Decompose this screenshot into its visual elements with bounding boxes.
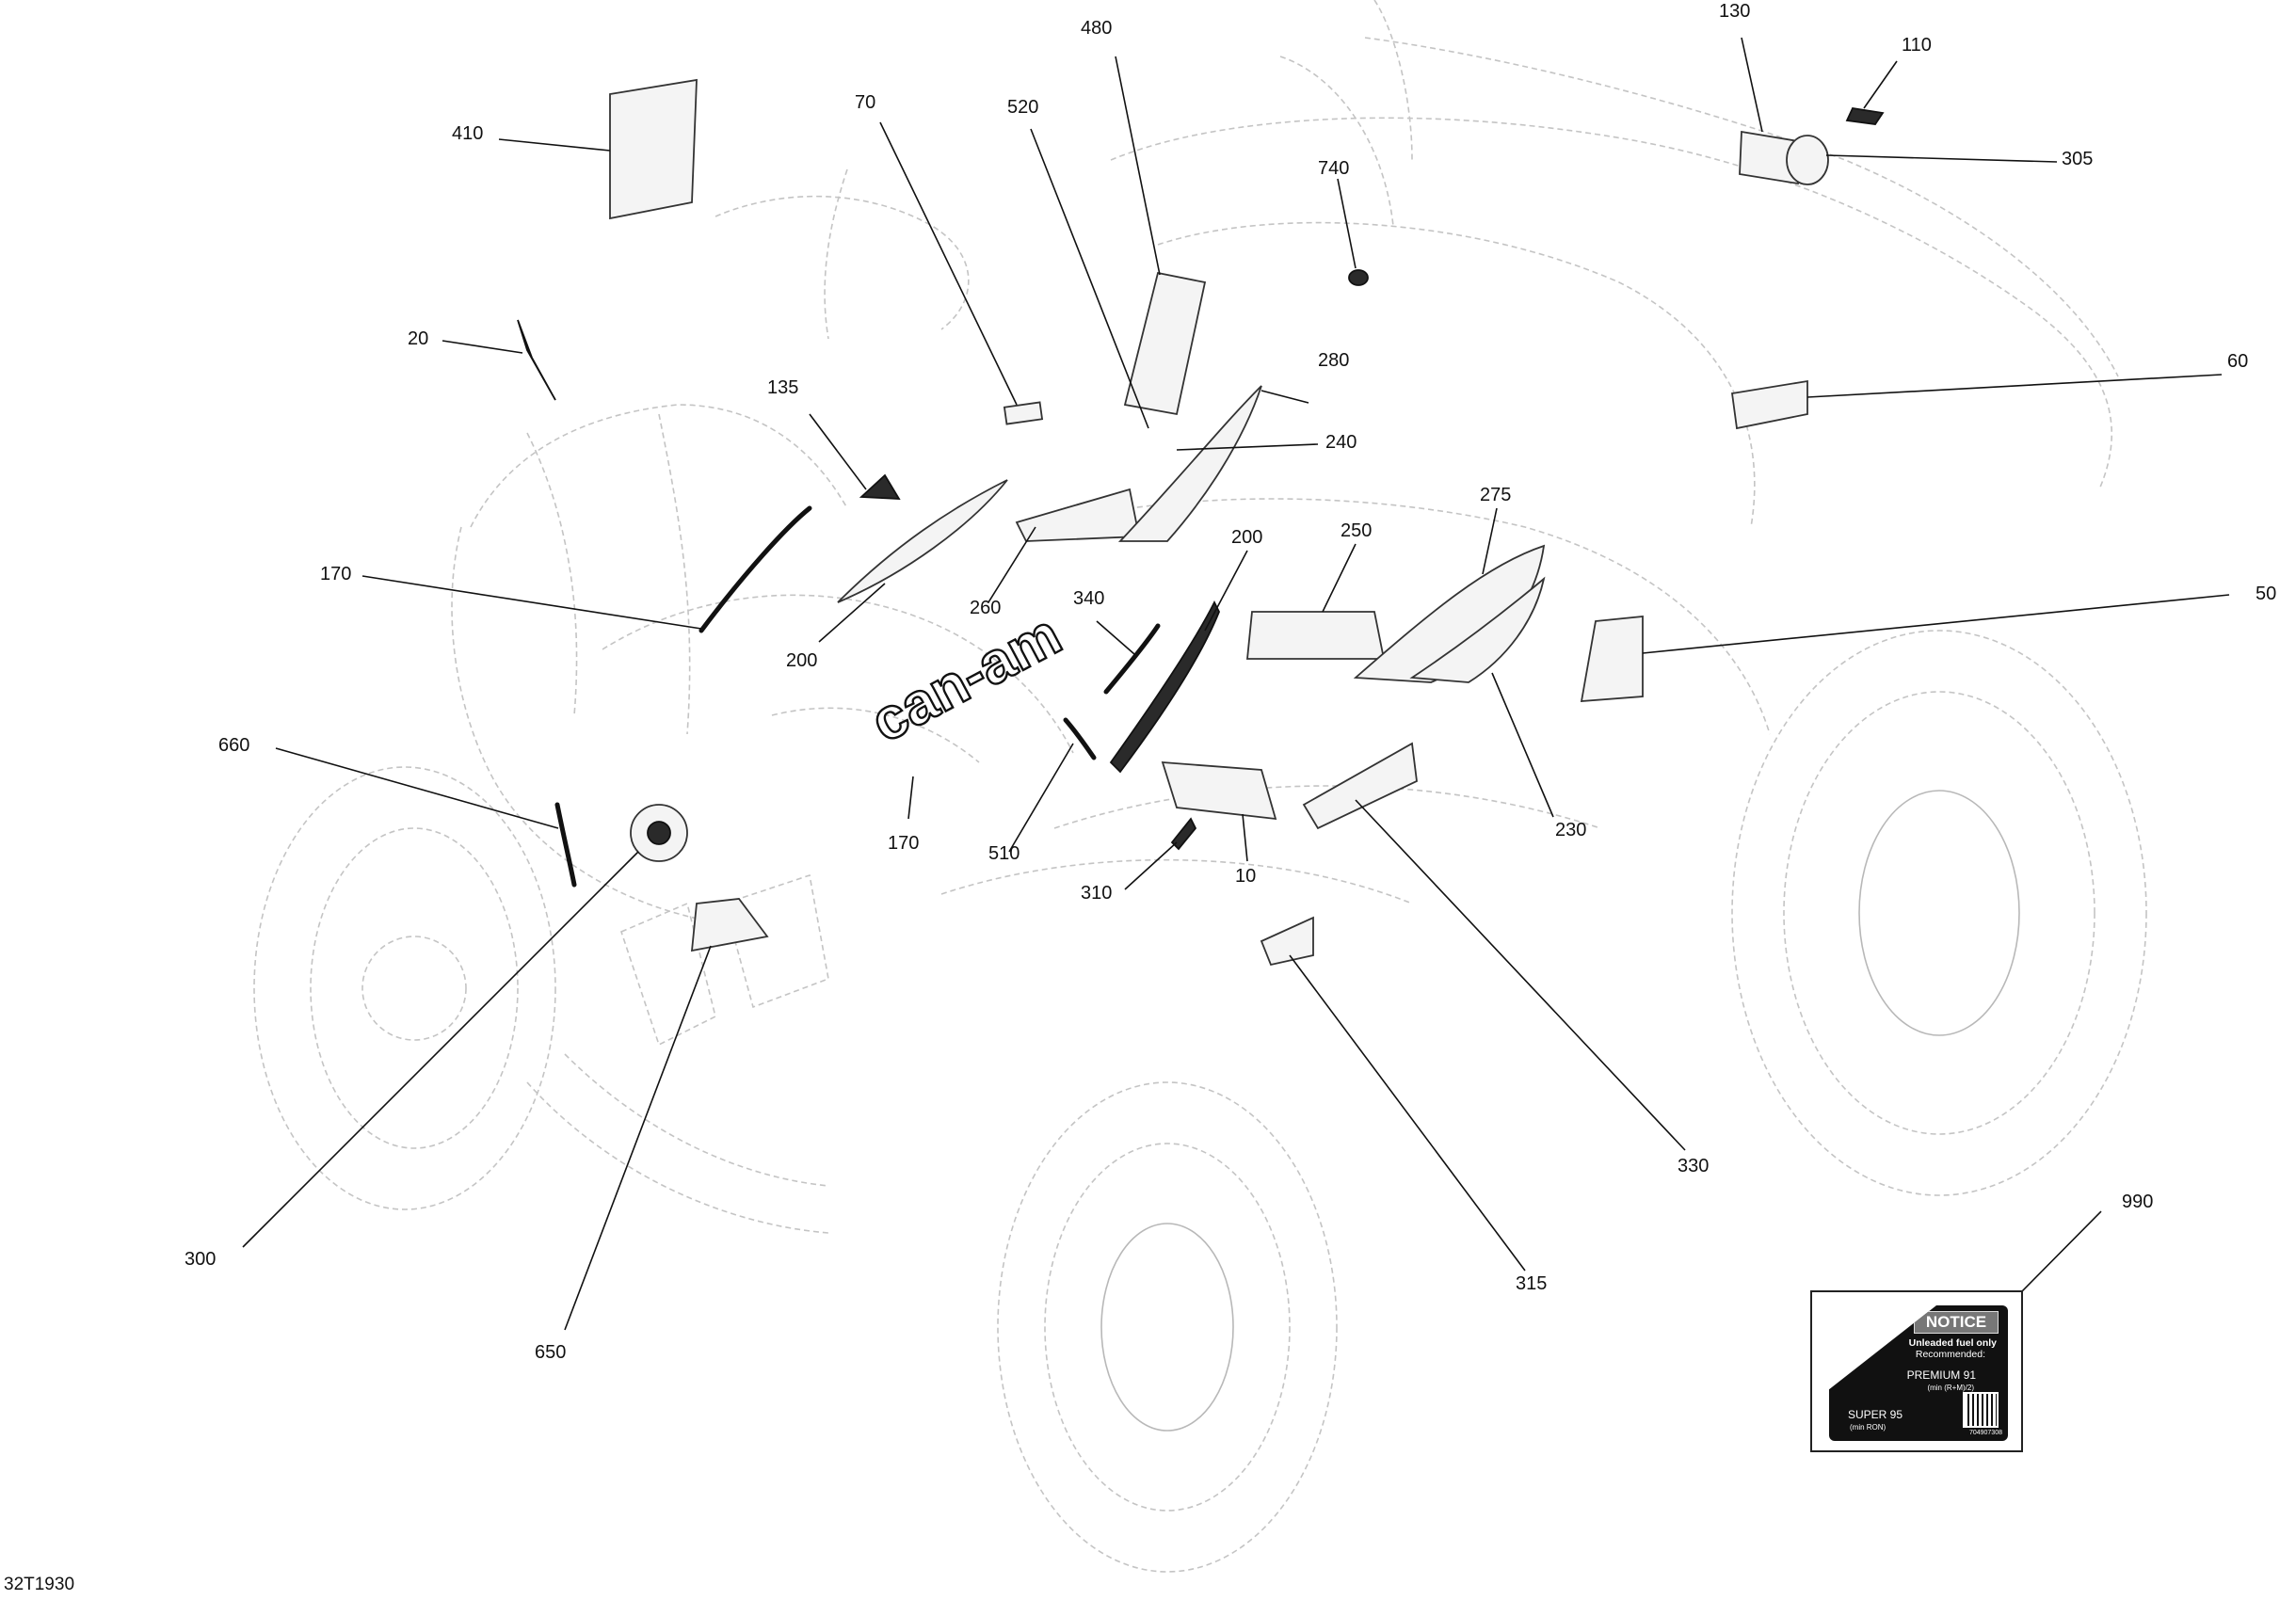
decal-230-panel: [1409, 576, 1546, 683]
decal-200-lower-stripe: [1109, 600, 1220, 774]
decal-135-triangle: [859, 473, 901, 500]
callout-70: 70: [855, 92, 875, 113]
notice-part-code: 704907308: [1968, 1430, 2002, 1436]
callout-230: 230: [1555, 820, 1586, 840]
decal-300-emblem-center: [647, 821, 671, 845]
decal-170-stripe: [698, 505, 812, 633]
decal-410-warning-card: [609, 78, 698, 220]
callout-10: 10: [1235, 866, 1256, 887]
callout-130: 130: [1719, 1, 1750, 22]
decal-740-dot: [1348, 269, 1369, 286]
decal-330-panel: [1302, 742, 1418, 830]
callout-240: 240: [1325, 432, 1357, 453]
callout-300: 300: [185, 1249, 216, 1270]
decal-130-label: [1739, 130, 1799, 185]
callout-990: 990: [2122, 1192, 2153, 1212]
callout-50: 50: [2256, 584, 2276, 604]
decal-240-panel: [1015, 488, 1141, 542]
figure-id: 32T1930: [4, 1575, 75, 1594]
notice-line-recommended: Recommended:: [1915, 1349, 1985, 1360]
notice-line-unleaded: Unleaded fuel only: [1908, 1337, 1997, 1349]
notice-title: NOTICE: [1914, 1311, 1999, 1334]
decal-10-panel: [1161, 761, 1277, 821]
decal-660-stripe: [554, 802, 577, 888]
decal-70-small-label: [1003, 401, 1044, 425]
decal-310-small: [1170, 817, 1197, 851]
notice-line-ron: (min RON): [1850, 1423, 1887, 1432]
callout-330: 330: [1678, 1156, 1709, 1176]
callout-275: 275: [1480, 485, 1511, 505]
callout-305: 305: [2062, 149, 2093, 169]
callout-60: 60: [2227, 351, 2248, 372]
callout-labels: 480 130 110 410 70 520 305 740 20 280 60…: [185, 1, 2276, 1363]
callout-250: 250: [1341, 520, 1372, 541]
decal-20-sliver: [517, 319, 556, 401]
decal-315-badge: [1260, 916, 1314, 967]
notice-line-rm2: (min (R+M)/2): [1927, 1384, 1974, 1392]
notice-line-super: SUPER 95: [1848, 1408, 1903, 1421]
decal-250-panel: [1246, 611, 1386, 660]
callout-410: 410: [452, 123, 483, 144]
callout-660: 660: [218, 735, 249, 756]
callout-315: 315: [1516, 1273, 1547, 1294]
callout-170b: 170: [888, 833, 919, 854]
decal-510-stripe: [1063, 717, 1097, 760]
callout-200a: 200: [786, 650, 817, 671]
decal-650-panel: [690, 898, 769, 952]
decal-340-stripe: [1103, 623, 1161, 695]
decal-60-warning: [1730, 379, 1808, 430]
callout-340: 340: [1073, 588, 1104, 609]
callout-480: 480: [1081, 18, 1112, 39]
callout-510: 510: [988, 843, 1020, 864]
decal-480-warning: [1123, 271, 1207, 416]
leader-lines: [242, 37, 2230, 1331]
notice-line-premium: PREMIUM 91: [1906, 1368, 1976, 1382]
decal-110-tag: [1845, 107, 1885, 125]
callout-170a: 170: [320, 564, 351, 584]
decal-50-warning: [1580, 616, 1644, 702]
callout-200b: 200: [1231, 527, 1262, 548]
callout-280: 280: [1318, 350, 1349, 371]
decal-200-panel: [837, 479, 1008, 603]
callout-740: 740: [1318, 158, 1349, 179]
callout-20: 20: [408, 328, 428, 349]
decal-990-fuel-notice: NOTICE Unleaded fuel only Recommended: P…: [1810, 1290, 2023, 1452]
decal-170-logo: can-am: [860, 602, 1071, 756]
callout-520: 520: [1007, 97, 1038, 118]
fuel-notice-badge: NOTICE Unleaded fuel only Recommended: P…: [1829, 1305, 2008, 1441]
callout-650: 650: [535, 1342, 566, 1363]
atv-ghost-outline: [253, 0, 2147, 1573]
decal-shapes: [517, 78, 1885, 967]
decal-305-label: [1786, 135, 1829, 185]
callout-135: 135: [767, 377, 798, 398]
decal-280-panel: [1117, 385, 1262, 542]
qr-code-icon: [1963, 1392, 1999, 1428]
callout-110: 110: [1902, 35, 1932, 56]
callout-260: 260: [970, 598, 1001, 618]
callout-310: 310: [1081, 883, 1112, 904]
